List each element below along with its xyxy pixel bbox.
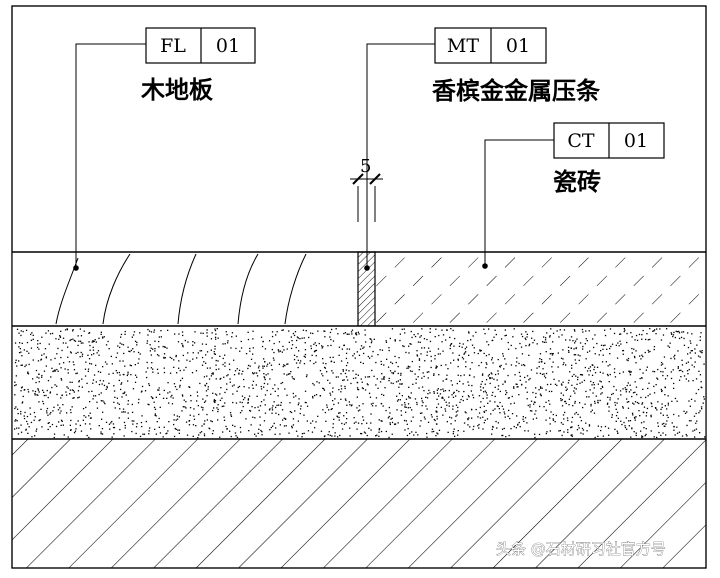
tag-number: 01 xyxy=(506,35,530,57)
tag-code: CT xyxy=(567,130,595,152)
leader-line xyxy=(366,43,435,268)
layer-boundary-lines xyxy=(12,251,706,440)
leader-dot xyxy=(482,263,488,269)
gap-dimension: 5 xyxy=(350,156,383,222)
material-name: 木地板 xyxy=(140,76,214,104)
material-name: 香槟金金属压条 xyxy=(432,77,601,105)
leader-dot xyxy=(73,265,79,271)
tick-mark xyxy=(369,173,381,185)
callout-tile: CT 01 瓷砖 xyxy=(482,122,665,269)
mortar-bed-layer xyxy=(12,326,706,439)
leader-line xyxy=(484,139,554,266)
wood-floor-layer xyxy=(12,252,358,326)
structural-base-layer xyxy=(12,439,706,568)
tag-number: 01 xyxy=(624,130,648,152)
tag-code: MT xyxy=(447,35,479,57)
tag-code: FL xyxy=(160,35,186,57)
dimension-value: 5 xyxy=(360,156,371,177)
watermark: 头条 @石材研习社官方号 xyxy=(496,540,666,558)
material-name: 瓷砖 xyxy=(553,168,601,196)
leader-dot xyxy=(364,265,370,271)
ceramic-tile-layer xyxy=(375,252,706,326)
tag-number: 01 xyxy=(216,35,240,57)
callout-metal-strip: MT 01 香槟金金属压条 xyxy=(364,27,601,271)
tick-mark xyxy=(352,173,364,185)
callout-floor: FL 01 木地板 xyxy=(73,27,256,271)
leader-line xyxy=(75,43,146,268)
